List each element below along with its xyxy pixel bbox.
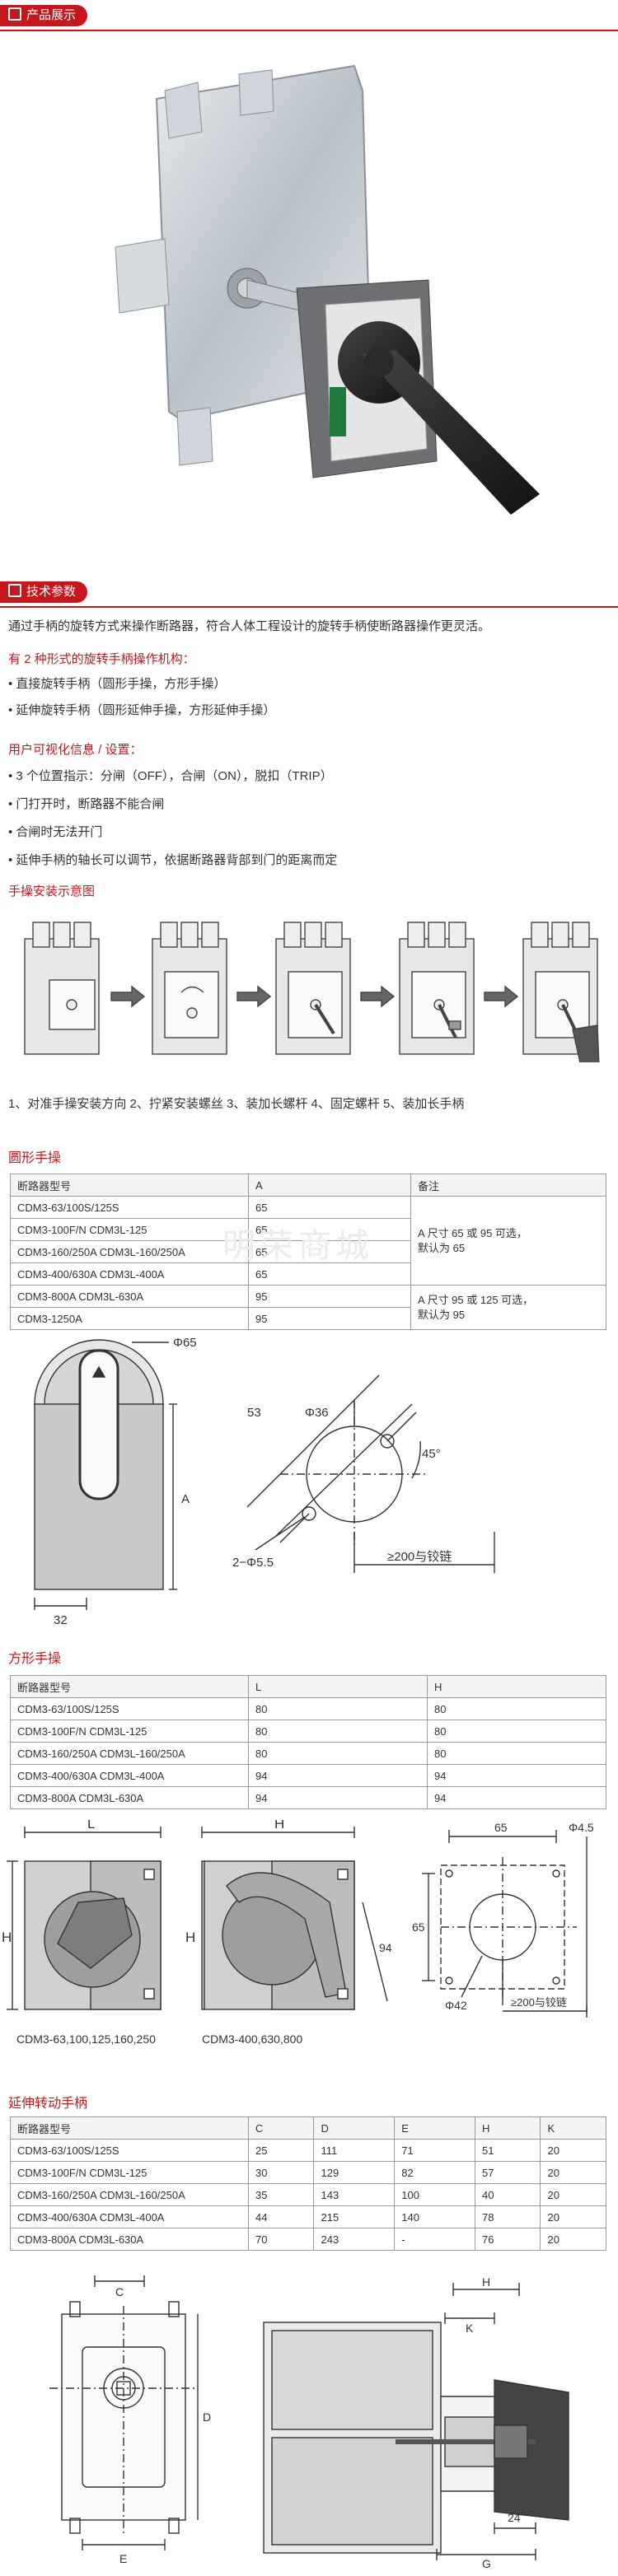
dim-label: 94 <box>379 1941 392 1954</box>
dim-label: G <box>482 2557 491 2569</box>
dim-label: 65 <box>494 1821 508 1834</box>
watermark: 明荣商城 <box>222 1228 374 1264</box>
section-title: 技术参数 <box>26 585 77 599</box>
section-icon <box>8 7 21 21</box>
install-steps: 1、对准手操安装方向 2、拧紧安装螺丝 3、装加长螺杆 4、固定螺杆 5、装加长… <box>8 1097 465 1111</box>
install-title: 手操安装示意图 <box>8 884 96 898</box>
visual-title: 用户可视化信息 / 设置： <box>8 743 143 757</box>
install-diagram <box>24 922 600 1062</box>
section-title: 产品展示 <box>26 8 77 22</box>
dim-label: 32 <box>54 1613 68 1627</box>
dim-label: H <box>2 1930 12 1945</box>
types-title: 有 2 种形式的旋转手柄操作机构： <box>8 652 195 666</box>
dim-label: A <box>181 1492 190 1506</box>
visual-item: • 3 个位置指示：分闸（OFF），合闸（ON），脱扣（TRIP） <box>8 769 333 783</box>
ext-drawing: C D E H K 24 G <box>49 2275 569 2569</box>
dim-label: 24 <box>508 2511 521 2524</box>
dim-label: ≥200与铰链 <box>511 1996 567 2009</box>
types-item: • 直接旋转手柄（圆形手操，方形手操） <box>8 677 227 691</box>
section-header-specs: 技术参数 <box>0 576 618 608</box>
visual-item: • 合闸时无法开门 <box>8 825 103 839</box>
dim-label: 65 <box>412 1920 425 1934</box>
table-header-row: 断路器型号 L H <box>10 1675 606 1698</box>
section-header-product: 产品展示 <box>0 0 618 31</box>
dim-label: C <box>115 2285 124 2298</box>
square-caption: CDM3-63,100,125,160,250 <box>16 2032 156 2046</box>
dim-label: L <box>87 1820 95 1832</box>
dim-label: H <box>185 1930 195 1945</box>
dim-label: K <box>466 2322 474 2335</box>
dim-label: Φ36 <box>305 1406 329 1420</box>
round-title: 圆形手操 <box>8 1151 62 1165</box>
table-header-row: 断路器型号 C D E H K <box>10 2116 606 2140</box>
dim-label: 53 <box>247 1406 261 1420</box>
section-icon <box>8 584 21 597</box>
dim-label: 45° <box>422 1447 441 1461</box>
ext-title: 延伸转动手柄 <box>8 2097 88 2111</box>
dim-label: E <box>119 2552 127 2565</box>
dim-label: ≥200与铰链 <box>387 1549 452 1564</box>
dim-label: H <box>482 2275 490 2289</box>
product-photo <box>115 64 540 515</box>
square-title: 方形手操 <box>8 1652 62 1666</box>
visual-item: • 门打开时，断路器不能合闸 <box>8 797 165 811</box>
dim-label: Φ42 <box>445 1999 467 2012</box>
dim-label: H <box>274 1820 284 1832</box>
square-caption: CDM3-400,630,800 <box>202 2032 303 2046</box>
dim-label: D <box>203 2410 211 2424</box>
square-drawing: L H H H 94 65 65 Φ4.5 Φ42 ≥200与铰链 <box>2 1820 594 2018</box>
dim-label: 2−Φ5.5 <box>232 1556 274 1570</box>
round-note: A 尺寸 65 或 95 可选， 默认为 65 <box>410 1196 606 1286</box>
visual-item: • 延伸手柄的轴长可以调节，依据断路器背部到门的距离而定 <box>8 853 338 867</box>
table-header-row: 断路器型号 A 备注 <box>10 1174 606 1197</box>
dim-label: Φ65 <box>173 1336 197 1350</box>
intro-text: 通过手柄的旋转方式来操作断路器，符合人体工程设计的旋转手柄使断路器操作更灵活。 <box>8 619 491 633</box>
round-note: A 尺寸 95 或 125 可选， 默认为 95 <box>410 1285 606 1330</box>
dim-label: Φ4.5 <box>569 1821 594 1834</box>
round-drawing: Φ65 A 32 53 Φ36 45° 2−Φ5.5 ≥200与铰链 <box>34 1336 495 1627</box>
types-item: • 延伸旋转手柄（圆形延伸手操，方形延伸手操） <box>8 703 276 717</box>
